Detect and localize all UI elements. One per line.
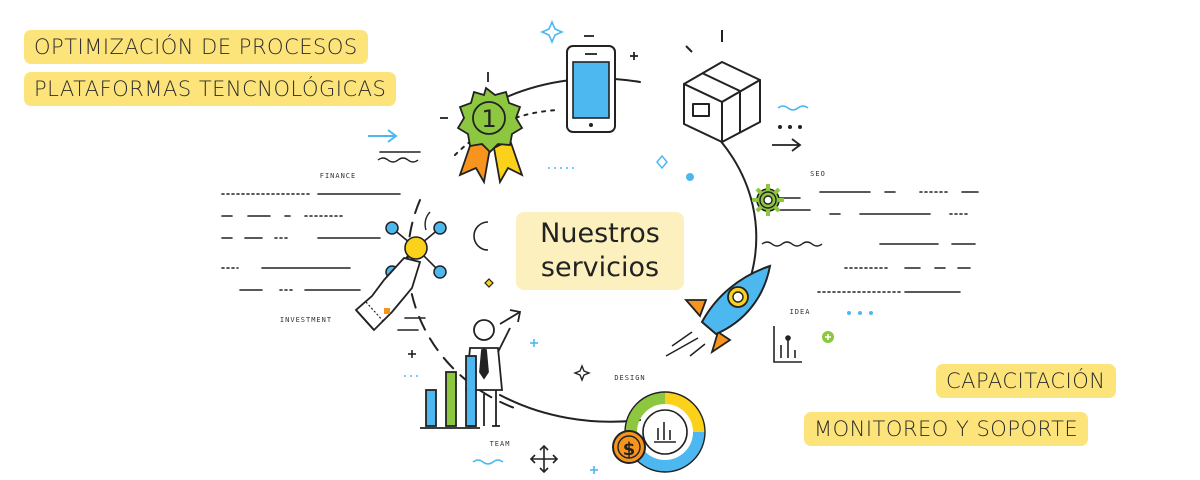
right-arrow-icon: [772, 138, 802, 152]
curved-arrow: [424, 211, 431, 231]
ring-arc-right: [699, 119, 758, 301]
award-badge-icon: 1: [440, 72, 524, 185]
sparkle-icon: [539, 19, 565, 45]
coin-symbol: $: [623, 439, 636, 460]
tag-capacitacion: CAPACITACIÓN: [936, 364, 1116, 398]
gear-icon: [752, 184, 784, 216]
left-wave: [377, 157, 419, 163]
label-design: DESIGN: [614, 374, 645, 382]
dots-ellipsis-icon: [778, 125, 802, 129]
blue-dash-marks: [404, 167, 575, 377]
center-title: Nuestros servicios: [516, 212, 684, 290]
half-circle-icon: [473, 221, 489, 251]
tag-monitoreo-soporte: MONITOREO Y SOPORTE: [804, 412, 1089, 446]
right-lines: [779, 191, 979, 293]
tag-optimizacion-procesos: OPTIMIZACIÓN DE PROCESOS: [24, 30, 368, 64]
box-icon: [683, 30, 761, 143]
move-arrows-icon: [529, 444, 559, 474]
bar-chart-icon: [420, 355, 480, 429]
diamond-icon: [656, 154, 668, 170]
label-idea: IDEA: [790, 308, 811, 316]
coin-icon: $: [612, 430, 646, 464]
label-seo: SEO: [810, 170, 826, 178]
network-hand-icon: [354, 221, 447, 332]
rocket-icon: [665, 264, 772, 357]
blue-wave: [777, 105, 809, 111]
bottom-wave: [472, 459, 504, 465]
badge-number: 1: [481, 105, 496, 133]
label-finance: FINANCE: [320, 172, 357, 180]
phone-icon: [566, 35, 638, 133]
center-title-line1: Nuestros: [540, 218, 660, 249]
ring-arc-left: [406, 199, 521, 411]
right-wave: [761, 241, 823, 247]
idea-chart-icon: [773, 326, 802, 363]
ring-arc-bottom: [499, 394, 641, 423]
blue-plus-marks: [530, 339, 598, 474]
tag-plataformas-tecnologicas: PLATAFORMAS TENCNOLÓGICAS: [24, 72, 397, 106]
label-team: TEAM: [490, 440, 511, 448]
center-title-line2: servicios: [540, 252, 660, 283]
idea-dots: [847, 311, 873, 315]
sparkle-star: [573, 364, 591, 382]
label-investment: INVESTMENT: [280, 316, 332, 324]
blue-dot: [686, 173, 694, 181]
black-plus-marks: [408, 350, 416, 358]
left-arrow-icon: [368, 129, 398, 143]
small-diamond-icon: [484, 278, 494, 288]
left-lines: [221, 151, 426, 331]
